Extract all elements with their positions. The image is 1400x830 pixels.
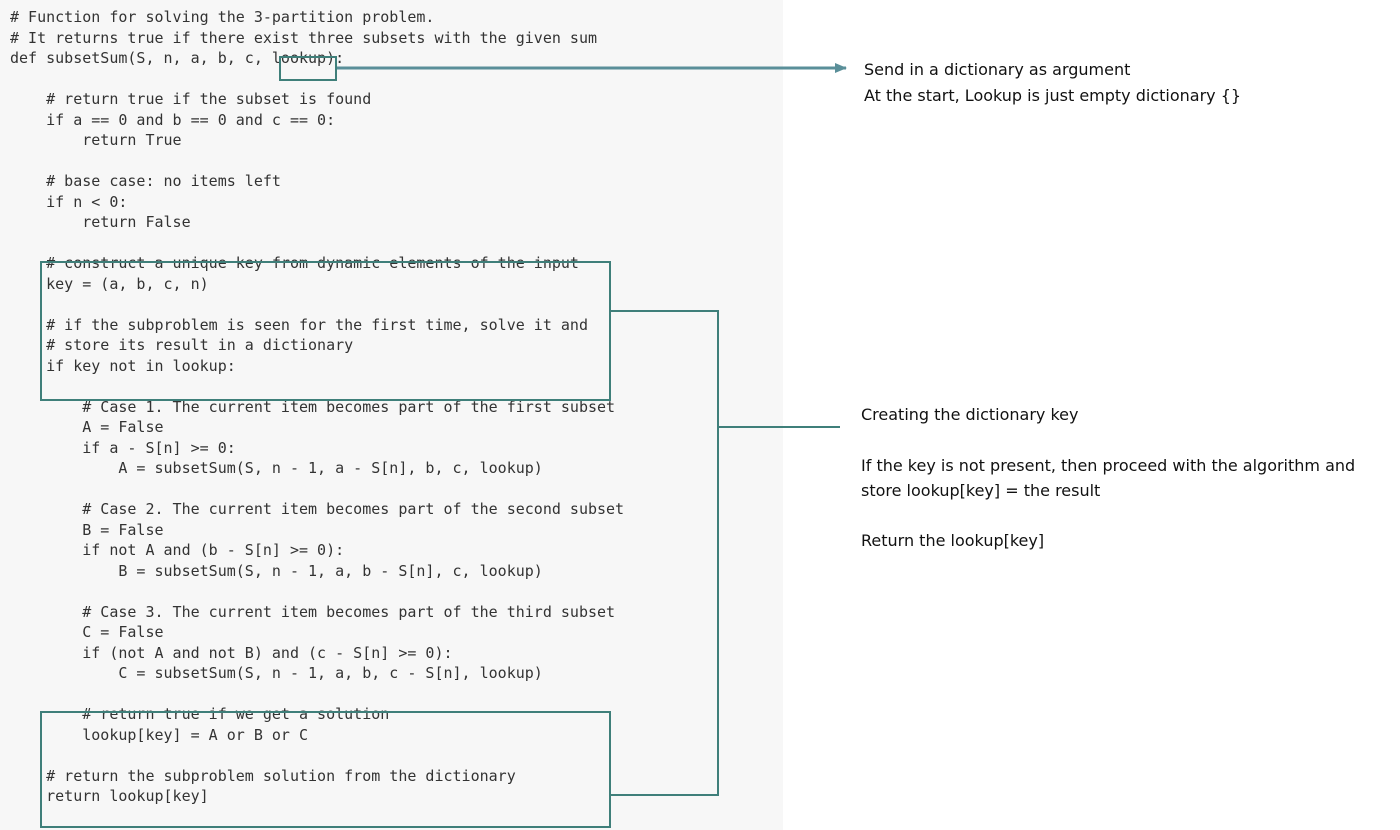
key-note-line2: If the key is not present, then proceed … bbox=[861, 456, 1356, 475]
key-note-line4: Return the lookup[key] bbox=[861, 531, 1045, 550]
code-line: C = subsetSum(S, n - 1, a, b, c - S[n], … bbox=[10, 664, 543, 682]
code-line: A = False bbox=[10, 418, 164, 436]
lookup-param-highlight bbox=[279, 56, 337, 81]
code-line: # store its result in a dictionary bbox=[10, 336, 354, 354]
code-line: # Case 1. The current item becomes part … bbox=[10, 397, 616, 416]
key-construction-highlight bbox=[40, 261, 611, 401]
code-line: # return the subproblem solution from th… bbox=[10, 766, 516, 785]
code-line: if a == 0 and b == 0 and c == 0: bbox=[10, 110, 336, 129]
code-line: B = subsetSum(S, n - 1, a, b - S[n], c, … bbox=[10, 561, 543, 580]
code-line: A = subsetSum(S, n - 1, a - S[n], b, c, … bbox=[10, 459, 543, 477]
code-panel: # Function for solving the 3-partition p… bbox=[10, 7, 625, 807]
code-line: if n < 0: bbox=[10, 192, 128, 211]
code-line: return lookup[key] bbox=[10, 787, 209, 805]
code-line: B = False bbox=[10, 520, 164, 539]
code-line: # Case 2. The current item becomes part … bbox=[10, 500, 625, 518]
code-line: # return true if the subset is found bbox=[10, 90, 372, 108]
code-line: # if the subproblem is seen for the firs… bbox=[10, 315, 588, 334]
code-line: return False bbox=[10, 213, 191, 231]
code-line: def subsetSum(S, n, a, b, c, lookup): bbox=[10, 49, 345, 67]
code-line: # Case 3. The current item becomes part … bbox=[10, 602, 616, 621]
code-line: key = (a, b, c, n) bbox=[10, 274, 209, 293]
code-line: # construct a unique key from dynamic el… bbox=[10, 254, 579, 272]
code-line: # It returns true if there exist three s… bbox=[10, 28, 597, 47]
code-line: if key not in lookup: bbox=[10, 356, 236, 375]
code-block: # Function for solving the 3-partition p… bbox=[10, 7, 624, 807]
lookup-note-line2: At the start, Lookup is just empty dicti… bbox=[864, 86, 1242, 105]
lookup-return-highlight bbox=[40, 711, 611, 828]
code-line: # return true if we get a solution bbox=[10, 705, 390, 723]
code-line: if a - S[n] >= 0: bbox=[10, 438, 236, 457]
key-note-line3: store lookup[key] = the result bbox=[861, 481, 1101, 500]
code-line: return True bbox=[10, 131, 182, 149]
code-line: if not A and (b - S[n] >= 0): bbox=[10, 541, 345, 559]
code-line: # Function for solving the 3-partition p… bbox=[10, 8, 435, 26]
code-line: C = False bbox=[10, 623, 164, 641]
code-line: lookup[key] = A or B or C bbox=[10, 725, 309, 744]
code-line: # base case: no items left bbox=[10, 172, 281, 190]
lookup-note-line1: Send in a dictionary as argument bbox=[864, 60, 1131, 79]
key-bracket-connector bbox=[611, 310, 719, 796]
key-note-line1: Creating the dictionary key bbox=[861, 405, 1079, 424]
code-line: if (not A and not B) and (c - S[n] >= 0)… bbox=[10, 643, 453, 662]
